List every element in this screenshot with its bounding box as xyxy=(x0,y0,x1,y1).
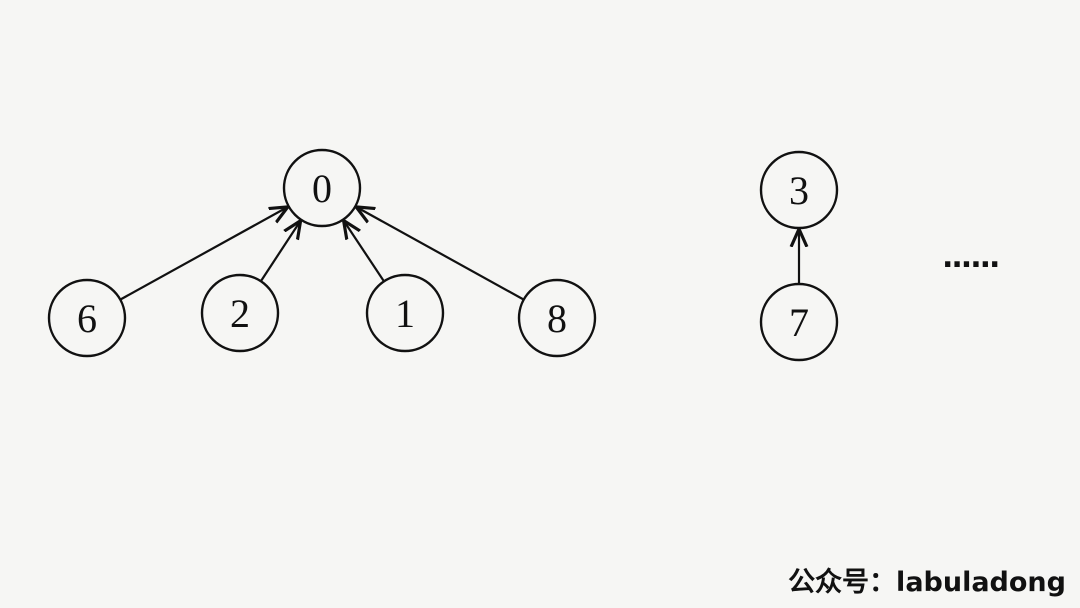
node-7: 7 xyxy=(759,282,839,362)
node-circle xyxy=(47,278,127,358)
ellipsis: ...... xyxy=(942,240,1000,275)
node-label: 3 xyxy=(789,168,809,213)
node-circle xyxy=(282,148,362,228)
node-2: 2 xyxy=(200,273,280,353)
node-label: 6 xyxy=(77,296,97,341)
edge-6-to-0 xyxy=(119,207,288,301)
node-circle xyxy=(759,282,839,362)
node-label: 1 xyxy=(395,291,415,336)
node-circle xyxy=(759,150,839,230)
node-label: 7 xyxy=(789,300,809,345)
node-label: 2 xyxy=(230,291,250,336)
node-circle xyxy=(517,278,597,358)
edge-8-to-0 xyxy=(356,207,525,301)
node-circle xyxy=(365,273,445,353)
watermark: 公众号：labuladong xyxy=(788,567,1066,598)
node-0: 0 xyxy=(282,148,362,228)
node-3: 3 xyxy=(759,150,839,230)
edge-1-to-0 xyxy=(344,220,385,282)
node-circle xyxy=(200,273,280,353)
node-8: 8 xyxy=(517,278,597,358)
edge-2-to-0 xyxy=(259,221,301,282)
node-label: 8 xyxy=(547,296,567,341)
node-6: 6 xyxy=(47,278,127,358)
node-1: 1 xyxy=(365,273,445,353)
node-label: 0 xyxy=(312,166,332,211)
